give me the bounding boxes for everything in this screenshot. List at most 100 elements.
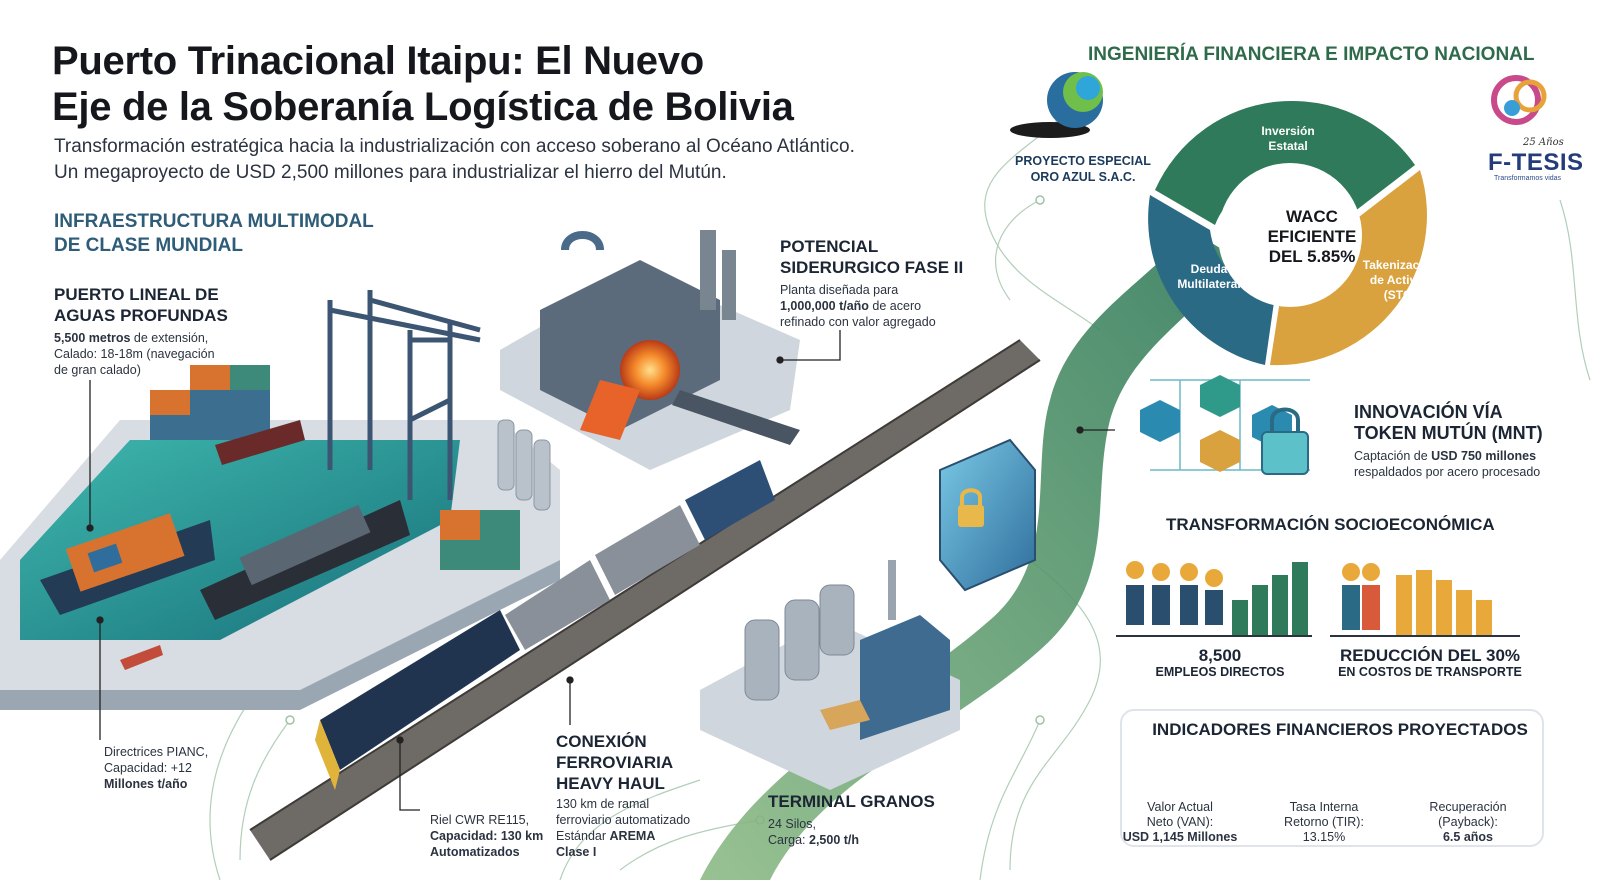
page-subtitle: Transformación estratégica hacia la indu…	[54, 134, 855, 186]
title-line-1: Puerto Trinacional Itaipu: El Nuevo	[52, 39, 704, 83]
terminal-title: TERMINAL GRANOS	[768, 792, 935, 811]
steel-capacity: 1,000,000 t/año	[780, 299, 869, 313]
railway-line-4: Clase I	[556, 845, 597, 859]
railway-callout: CONEXIÓN FERROVIARIA HEAVY HAUL 130 km d…	[556, 731, 756, 860]
railway-line-3-a: Estándar	[556, 829, 610, 843]
port-illustration	[0, 290, 560, 710]
infrastructure-heading-line-1: INFRAESTRUCTURA MULTIMODAL	[54, 211, 374, 232]
ring-segment-deuda: Deuda Multilateral	[1164, 262, 1254, 292]
port-extent-rest: de extensión,	[130, 331, 209, 345]
stat-transport-label: EN COSTOS DE TRANSPORTE	[1338, 665, 1522, 679]
mnt-line-2: respaldados por acero procesado	[1354, 465, 1541, 479]
ring-token-line-2: de Activos	[1369, 273, 1431, 287]
steel-title-line-2: SIDERURGICO FASE II	[780, 258, 964, 277]
pianc-line-3: Millones t/año	[104, 777, 188, 791]
railway-line-3: Estándar AREMA	[556, 828, 756, 844]
steel-plant-illustration	[500, 230, 800, 470]
oro-azul-label: PROYECTO ESPECIAL ORO AZUL S.A.C.	[1008, 153, 1158, 185]
rail-line-1: Riel CWR RE115,	[430, 813, 530, 827]
rail-line-3: Automatizados	[430, 845, 520, 859]
railway-line-2: ferroviario automatizado	[556, 813, 691, 827]
railway-line-3-b: AREMA	[609, 829, 656, 843]
financial-indicators-heading: INDICADORES FINANCIEROS PROYECTADOS	[1152, 720, 1528, 739]
title-line-2: Eje de la Soberanía Logística de Bolivia	[52, 85, 794, 129]
gauge-tir-line-2: Retorno (TIR):	[1284, 815, 1364, 829]
oro-azul-line-1: PROYECTO ESPECIAL	[1015, 154, 1151, 168]
gauge-van-label: Valor Actual Neto (VAN): USD 1,145 Millo…	[1110, 800, 1250, 845]
financial-indicators-panel	[1120, 709, 1544, 847]
wacc-center-label: WACC EFICIENTE DEL 5.85%	[1252, 207, 1372, 267]
mnt-line-1-b: USD 750 millones	[1431, 449, 1537, 463]
ftesis-name: F-TESIS	[1488, 149, 1584, 176]
oro-azul-logo	[1010, 72, 1103, 138]
ring-segment-tokenizacion: Takenización de Activos (STO)	[1352, 258, 1448, 303]
terminal-line-2-b: 2,500 t/h	[809, 833, 860, 847]
page-title: Puerto Trinacional Itaipu: El Nuevo Eje …	[52, 38, 794, 130]
gauge-payback-label: Recuperación (Payback): 6.5 años	[1398, 800, 1538, 845]
stat-transport-value: REDUCCIÓN DEL 30%	[1339, 646, 1521, 665]
leader-lines	[86, 330, 1115, 811]
gauge-tir-value: 13.15%	[1302, 830, 1346, 844]
gauge-payback-line-2: (Payback):	[1438, 815, 1498, 829]
port-callout: PUERTO LINEAL DE AGUAS PROFUNDAS 5,500 m…	[54, 284, 314, 378]
gauge-payback-line-1: Recuperación	[1429, 800, 1507, 814]
ftesis-logo	[1491, 75, 1547, 125]
infrastructure-heading-line-2: DE CLASE MUNDIAL	[54, 235, 243, 256]
gauge-van-line-1: Valor Actual	[1147, 800, 1213, 814]
gauge-van-line-2: Neto (VAN):	[1146, 815, 1214, 829]
steel-title-line-1: POTENCIAL	[780, 237, 879, 256]
rail-spec-callout: Riel CWR RE115, Capacidad: 130 km Automa…	[430, 812, 560, 860]
grain-terminal-illustration	[700, 560, 960, 790]
port-draft-line-1: Calado: 18-18m (navegación	[54, 347, 215, 361]
terminal-line-2-a: Carga:	[768, 833, 809, 847]
steel-plant-callout: POTENCIAL SIDERURGICO FASE II Planta dis…	[780, 236, 1000, 330]
gauge-tir-label: Tasa Interna Retorno (TIR): 13.15%	[1254, 800, 1394, 845]
ftesis-tagline: Transformamos vidas	[1494, 175, 1562, 182]
railway-illustration	[249, 339, 1041, 861]
mnt-line-1-a: Captación de	[1354, 449, 1432, 463]
pianc-callout: Directrices PIANC, Capacidad: +12 Millon…	[104, 744, 254, 792]
railway-title-line-1: CONEXIÓN	[556, 732, 647, 751]
steel-line-3: refinado con valor agregado	[780, 315, 936, 329]
pianc-line-1: Directrices PIANC,	[104, 745, 209, 759]
railway-line-1: 130 km de ramal	[556, 797, 650, 811]
wacc-line-3: DEL 5.85%	[1268, 247, 1356, 266]
ring-deuda-line-1: Deuda	[1190, 262, 1228, 276]
port-title-line-2: AGUAS PROFUNDAS	[54, 306, 228, 325]
vault-icon	[939, 438, 1036, 592]
steel-line-1: Planta diseñada para	[780, 283, 899, 297]
railway-title-line-2: FERROVIARIA	[556, 753, 674, 772]
ring-token-line-1: Takenización	[1362, 258, 1438, 272]
pianc-line-2: Capacidad: +12	[104, 761, 192, 775]
green-flow-band	[700, 230, 1240, 880]
steel-line-2: 1,000,000 t/año de acero	[780, 298, 1000, 314]
gauge-van-value: USD 1,145 Millones	[1122, 830, 1238, 844]
port-extent-value: 5,500 metros	[54, 331, 131, 345]
mnt-title-line-1: INNOVACIÓN VÍA	[1354, 402, 1503, 422]
gauge-tir-line-1: Tasa Interna	[1289, 800, 1359, 814]
ring-inversion-line-1: Inversión	[1261, 124, 1315, 138]
wacc-line-2: EFICIENTE	[1267, 227, 1357, 246]
ring-deuda-line-2: Multilateral	[1177, 277, 1241, 291]
port-extent: 5,500 metros de extensión,	[54, 330, 314, 346]
oro-azul-line-2: ORO AZUL S.A.C.	[1030, 170, 1136, 184]
mnt-title-line-2: TOKEN MUTÚN (MNT)	[1354, 423, 1543, 443]
subtitle-line-2: Un megaproyecto de USD 2,500 millones pa…	[54, 162, 727, 183]
financing-ring	[1148, 100, 1427, 366]
transport-chart-icon	[1330, 563, 1520, 637]
rail-line-2: Capacidad: 130 km	[430, 829, 544, 843]
token-blockchain-icon	[1140, 375, 1310, 475]
ring-inversion-line-2: Estatal	[1268, 139, 1308, 153]
terminal-line-2: Carga: 2,500 t/h	[768, 832, 968, 848]
financial-heading: INGENIERÍA FINANCIERA E IMPACTO NACIONAL	[1088, 44, 1535, 65]
grain-terminal-callout: TERMINAL GRANOS 24 Silos, Carga: 2,500 t…	[768, 791, 968, 848]
ring-segment-inversion: Inversión Estatal	[1248, 124, 1328, 154]
port-title-line-1: PUERTO LINEAL DE	[54, 285, 219, 304]
terminal-line-1: 24 Silos,	[768, 817, 816, 831]
subtitle-line-1: Transformación estratégica hacia la indu…	[54, 136, 855, 157]
steel-line-2-rest: de acero	[868, 299, 922, 313]
railway-title-line-3: HEAVY HAUL	[556, 774, 665, 793]
employment-chart-icon	[1116, 561, 1312, 637]
infrastructure-heading: INFRAESTRUCTURA MULTIMODAL DE CLASE MUND…	[54, 210, 374, 258]
socioeconomic-heading: TRANSFORMACIÓN SOCIOECONÓMICA	[1166, 515, 1495, 534]
